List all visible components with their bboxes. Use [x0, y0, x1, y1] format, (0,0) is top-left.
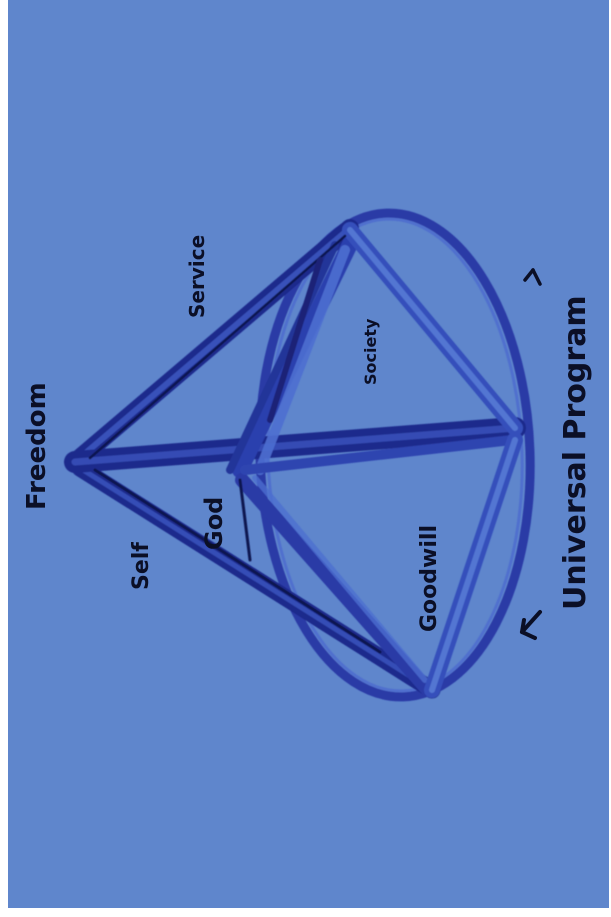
- label-god: God: [200, 497, 228, 550]
- label-self: Self: [129, 542, 154, 590]
- label-society: Society: [361, 318, 380, 385]
- label-universal-program: Universal Program: [558, 295, 593, 610]
- arrow-down-icon: [522, 612, 540, 638]
- label-goodwill: Goodwill: [417, 525, 442, 632]
- label-freedom: Freedom: [22, 382, 52, 510]
- label-service: Service: [185, 235, 209, 318]
- arrow-up-icon: [525, 270, 540, 284]
